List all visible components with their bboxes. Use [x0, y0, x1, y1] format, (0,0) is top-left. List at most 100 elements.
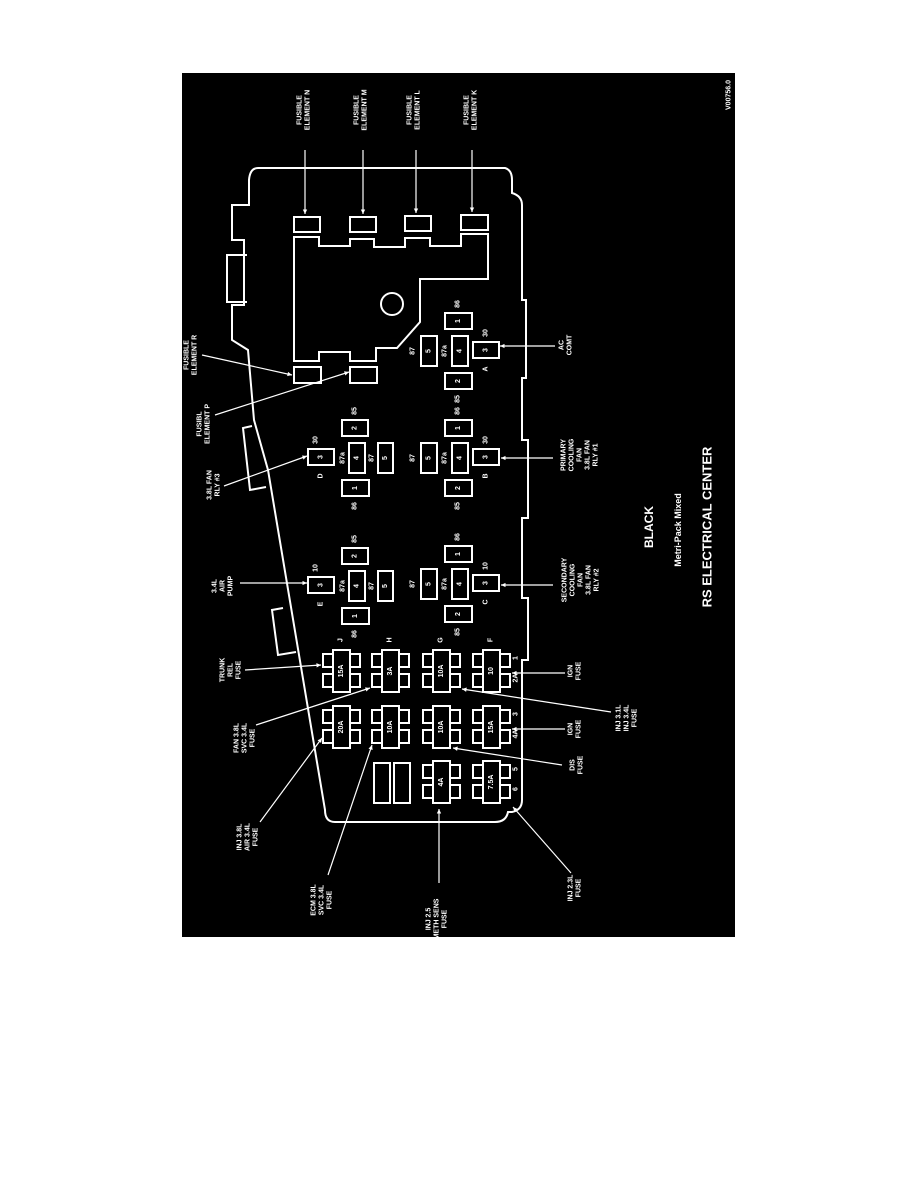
spare-slot-2	[393, 762, 411, 804]
fuse[interactable]: 4A	[422, 760, 461, 804]
terminal-label: 86	[352, 630, 359, 638]
callout-fusible-l-line: ELEMENT L	[415, 89, 422, 129]
relay-cavity	[444, 605, 473, 623]
fuse-position-number: 2A	[513, 674, 520, 683]
terminal-label: 87a	[442, 345, 449, 357]
terminal-label: 87a	[340, 580, 347, 592]
relay-cavity	[341, 479, 370, 497]
terminal-label: 85	[352, 535, 359, 543]
fuse-column-letter: H	[387, 637, 394, 642]
callout-primary-fan-line: FAN	[577, 448, 584, 462]
callout-fan-rly3-line: 3.8L FAN	[207, 470, 214, 500]
callout-secondary-fan-line: SECONDARY	[562, 557, 569, 602]
fuse[interactable]: 10A	[422, 705, 461, 749]
cavity-number: 4	[457, 349, 464, 353]
fuse[interactable]: 7.5A	[472, 760, 511, 804]
terminal-label: 10	[313, 564, 320, 572]
relay-letter: A	[483, 366, 490, 371]
fuse-rating: 4A	[438, 778, 445, 787]
cavity-number: 4	[457, 582, 464, 586]
fuse-body	[381, 705, 400, 749]
connector-middle	[241, 425, 267, 492]
fuse[interactable]: 15A	[322, 649, 361, 693]
fuse-rating: 10A	[438, 665, 445, 678]
relay-cavity	[451, 335, 469, 367]
relay-cavity	[420, 335, 438, 367]
fuse[interactable]: 10A	[371, 705, 410, 749]
callout-trunk-rel-line: FUSE	[236, 660, 243, 679]
terminal-label: 30	[313, 436, 320, 444]
relay-cavity	[348, 442, 366, 474]
callout-fusible-k-line: ELEMENT K	[472, 90, 479, 130]
terminal-label: 30	[483, 329, 490, 337]
relay-cavity	[472, 341, 500, 359]
spare-slot-1	[373, 762, 391, 804]
fuse-body	[482, 760, 501, 804]
color-label: BLACK	[642, 506, 656, 548]
terminal-label: 87a	[442, 452, 449, 464]
arrowhead-icon	[469, 207, 475, 212]
callout-fan-svc-line: SVC 3.4L	[242, 722, 249, 753]
relay-letter: D	[318, 473, 325, 478]
terminal-label: 85	[455, 395, 462, 403]
cavity-number: 3	[318, 455, 325, 459]
callout-primary-fan-line: COOLING	[569, 438, 576, 471]
callout-trunk-rel-line: REL	[228, 662, 235, 677]
arrowhead-icon	[462, 687, 467, 692]
figure-id: V00756.0	[726, 80, 733, 110]
cavity-number: 4	[457, 456, 464, 460]
terminal-label: 87a	[442, 578, 449, 590]
connector-top	[226, 254, 247, 303]
fuse[interactable]: 3A	[371, 649, 410, 693]
fuse-body	[381, 649, 400, 693]
relay-cavity	[377, 570, 394, 602]
cavity-number: 5	[382, 456, 389, 460]
relay-cavity	[307, 576, 335, 594]
terminal-label: 87	[410, 347, 417, 355]
terminal-label: 86	[455, 533, 462, 541]
terminal-label: 87	[410, 454, 417, 462]
callout-ecm-svc-arrow	[327, 744, 373, 876]
arrowhead-icon	[344, 371, 349, 376]
fusible-block	[293, 233, 489, 362]
cavity-number: 3	[318, 583, 325, 587]
callout-fusible-l-line: FUSIBLE	[407, 95, 414, 125]
connector-bottom	[270, 607, 297, 657]
cavity-number: 3	[483, 348, 490, 352]
callout-air-pump-line: 3.4L	[212, 578, 219, 593]
callout-air-pump-line: AIR	[220, 580, 227, 592]
fuse-rating: 15A	[338, 665, 345, 678]
cavity-number: 5	[426, 582, 433, 586]
fuse[interactable]: 10A	[422, 649, 461, 693]
fuse[interactable]: 20A	[322, 705, 361, 749]
terminal-label: 86	[455, 300, 462, 308]
fuse-rating: 20A	[338, 721, 345, 734]
callout-secondary-fan-line: COOLING	[570, 563, 577, 596]
callout-fusible-r-line: ELEMENT R	[192, 335, 199, 375]
callout-ac-comt-line: AC	[559, 340, 566, 350]
fusible-element-p-slot	[349, 366, 378, 384]
arrowhead-icon	[302, 455, 307, 460]
fuse-position-number: 6	[513, 787, 520, 791]
fuse[interactable]: 15A	[472, 705, 511, 749]
fuse-body	[332, 705, 351, 749]
callout-ecm-svc-line: FUSE	[327, 890, 334, 909]
fusible-element-n-slot	[293, 216, 321, 233]
housing-outline	[231, 167, 529, 823]
mounting-hole	[380, 292, 404, 316]
fuse[interactable]: 10	[472, 649, 511, 693]
fuse-position-number: 4A	[513, 730, 520, 739]
callout-inj-23-arrow	[512, 806, 572, 874]
fuse-body	[432, 760, 451, 804]
terminal-label: 87	[410, 580, 417, 588]
callout-ign-1-line: IGN	[568, 665, 575, 677]
callout-fan-rly3-line: RLY #3	[215, 473, 222, 496]
arrowhead-icon	[513, 807, 518, 812]
cavity-number: 1	[352, 486, 359, 490]
callout-fusible-p-line: ELEMENT P	[205, 404, 212, 444]
